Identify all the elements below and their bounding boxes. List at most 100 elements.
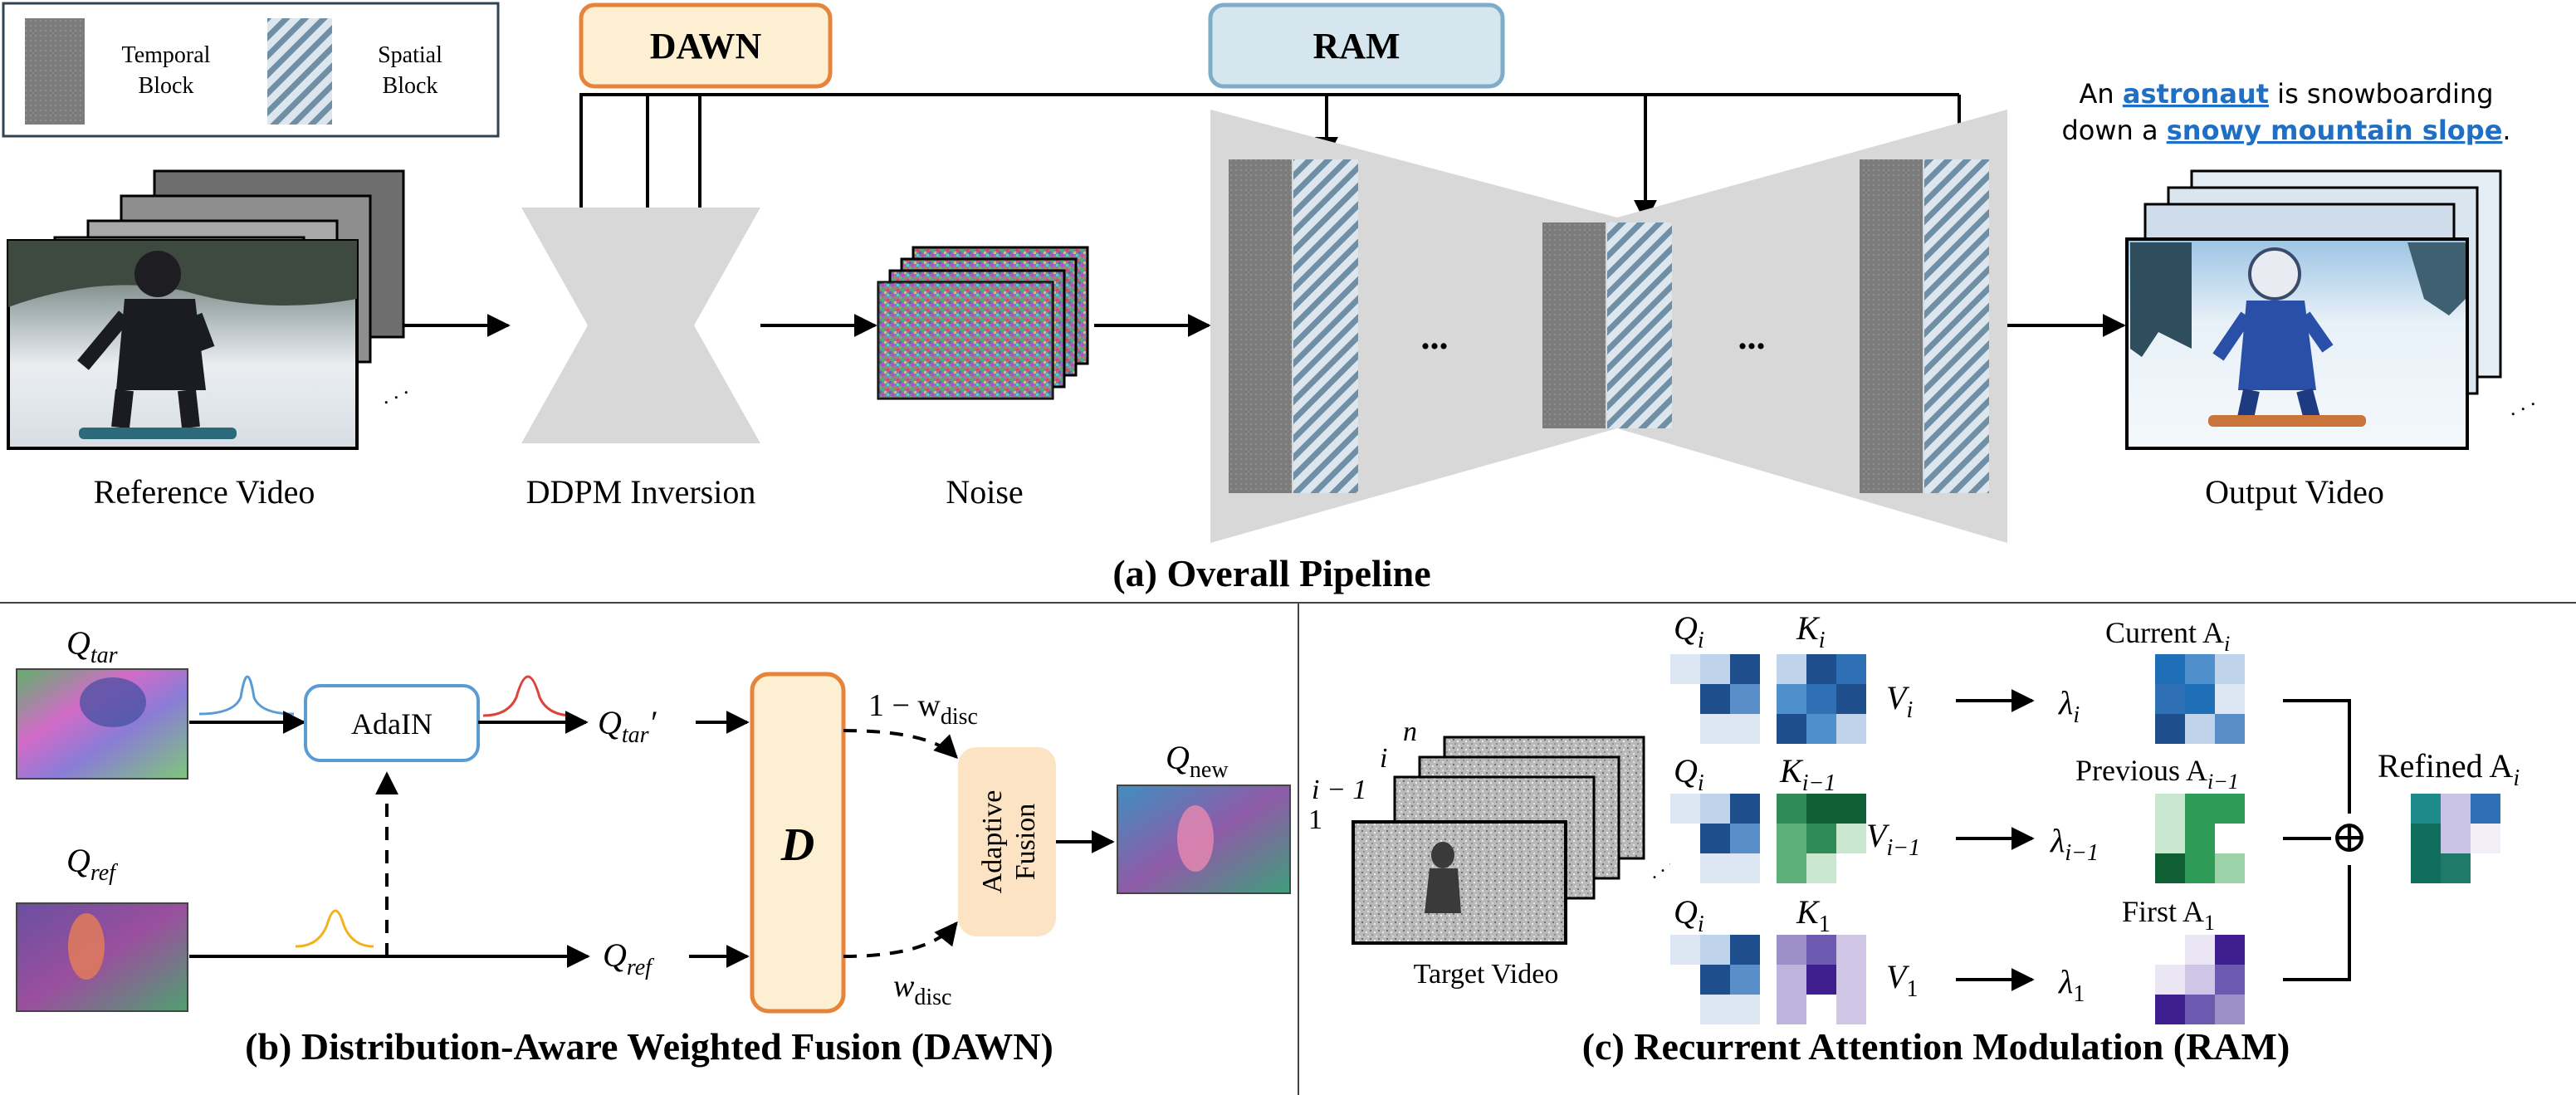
prompt-line2-prefix: down a [2061, 115, 2166, 146]
q-row3-label: Qi [1674, 893, 1704, 937]
dawn-section: Qtar AdaIN Qtar′ Qref Qref D 1 − wdisc w… [16, 624, 1291, 1068]
lambda-1-label: λ1 [2058, 963, 2085, 1007]
k-1-matrix-cell [1777, 935, 1806, 965]
q-matrix-row2-cell [1730, 853, 1760, 883]
current-a-matrix-cell [2155, 654, 2185, 684]
previous-a-matrix-cell [2215, 824, 2245, 853]
frame-i-label: i [1380, 743, 1387, 774]
q-matrix-row1-cell [1670, 714, 1700, 744]
q-matrix-row1-cell [1730, 654, 1760, 684]
previous-a-matrix-cell [2155, 824, 2185, 853]
legend-spatial-line1: Spatial [378, 42, 442, 68]
adapted-distribution-curve [482, 675, 574, 717]
k-i-label: Ki [1796, 609, 1825, 653]
previous-a-matrix-cell [2185, 794, 2215, 824]
frame-1-label: 1 [1308, 804, 1322, 835]
q-matrix-row1-cell [1700, 714, 1730, 744]
upper-weight-dashed-arrow [843, 729, 958, 759]
k-1-matrix [1777, 935, 1866, 1024]
k-1-matrix-cell [1777, 995, 1806, 1024]
current-a-matrix [2155, 654, 2245, 744]
q-matrix-row2-cell [1700, 794, 1730, 824]
k-i-matrix-cell [1806, 684, 1836, 714]
lambda-prev-label: λi−1 [2050, 822, 2099, 866]
current-a-matrix-cell [2155, 684, 2185, 714]
ram-caption: (c) Recurrent Attention Modulation (RAM) [1582, 1025, 2290, 1068]
k-1-matrix-cell [1806, 935, 1836, 965]
k-1-matrix-cell [1836, 995, 1866, 1024]
noise-label: Noise [946, 473, 1023, 511]
svg-text:.: . [1660, 855, 1665, 877]
svg-text:down a snowy mountain slope.: down a snowy mountain slope. [2061, 115, 2510, 146]
temporal-block-right [1860, 159, 1923, 493]
k-i-matrix [1777, 654, 1866, 744]
k-1-matrix-cell [1836, 935, 1866, 965]
q-tar-distribution-curve [198, 675, 295, 716]
refined-a-matrix-cell [2411, 853, 2441, 883]
k-i-matrix-cell [1836, 684, 1866, 714]
previous-a-matrix-cell [2155, 853, 2185, 883]
q-matrix-row1-cell [1700, 684, 1730, 714]
k-1-matrix-cell [1836, 965, 1866, 995]
k-i-matrix-cell [1806, 654, 1836, 684]
output-video: . . . [2125, 169, 2536, 450]
k-prev-matrix-cell [1836, 824, 1866, 853]
lower-weight-dashed-arrow [843, 921, 958, 958]
q-row1-label: Qi [1674, 609, 1704, 653]
dawn-tag [579, 2, 833, 89]
one-minus-w-disc-label: 1 − wdisc [868, 688, 978, 730]
q-matrix-row1-cell [1730, 684, 1760, 714]
adaptive-fusion-line2: Fusion [1010, 804, 1041, 881]
q-matrix-row3-cell [1730, 995, 1760, 1024]
k-i-matrix-cell [1777, 714, 1806, 744]
legend-spatial-line2: Block [383, 73, 438, 99]
svg-text:.: . [2530, 386, 2536, 410]
q-matrix-row3-cell [1670, 995, 1700, 1024]
q-tar-label: Qtar [66, 624, 118, 668]
current-a-label: Current Ai [2105, 616, 2230, 656]
k-i-matrix-cell [1806, 714, 1836, 744]
prompt-highlight-slope: snowy mountain slope [2167, 115, 2503, 146]
k-prev-matrix [1777, 794, 1866, 883]
previous-a-matrix-cell [2185, 824, 2215, 853]
legend: Temporal Block Spatial Block [2, 2, 500, 138]
adain-label: AdaIN [351, 707, 433, 741]
k-prev-matrix-cell [1777, 824, 1806, 853]
q-matrix-row1-cell [1670, 654, 1700, 684]
ddpm-inversion-shape [521, 208, 760, 443]
legend-temporal-line1: Temporal [122, 42, 211, 68]
current-a-matrix-cell [2155, 714, 2185, 744]
reference-frame-front [7, 239, 359, 450]
reference-video-label: Reference Video [94, 473, 315, 511]
q-matrix-row2-cell [1670, 824, 1700, 853]
refined-a-label: Refined Ai [2378, 747, 2520, 791]
first-a-matrix-cell [2215, 935, 2245, 965]
first-a-label: First A1 [2122, 895, 2215, 935]
lambda-i-label: λi [2058, 684, 2080, 728]
q-new-label: Qnew [1166, 739, 1229, 783]
first-a-matrix-cell [2215, 965, 2245, 995]
ram-tag-label: RAM [1312, 26, 1400, 66]
k-1-matrix-cell [1806, 995, 1836, 1024]
previous-a-matrix-cell [2185, 853, 2215, 883]
k-prev-matrix-cell [1777, 853, 1806, 883]
current-a-matrix-cell [2185, 684, 2215, 714]
previous-a-matrix-cell [2215, 853, 2245, 883]
merge-line-top [2283, 699, 2351, 814]
k-i-matrix-cell [1777, 684, 1806, 714]
q-matrix-row2-cell [1700, 824, 1730, 853]
q-matrix-row1-cell [1700, 654, 1730, 684]
refined-a-matrix-cell [2441, 853, 2471, 883]
spatial-block-right [1924, 159, 1989, 493]
dawn-caption: (b) Distribution-Aware Weighted Fusion (… [245, 1025, 1053, 1068]
k-i-matrix-cell [1836, 714, 1866, 744]
refined-a-matrix-cell [2411, 824, 2441, 853]
frame-i-minus-1-label: i − 1 [1312, 775, 1366, 805]
q-matrix-row3-cell [1730, 935, 1760, 965]
k-prev-matrix-cell [1777, 794, 1806, 824]
prompt-highlight-astronaut: astronaut [2123, 78, 2269, 110]
attention-matrices [1670, 654, 2500, 1024]
q-tar-prime-label: Qtar′ [598, 704, 657, 748]
q-matrix-row1-cell [1730, 714, 1760, 744]
ddpm-inversion-label: DDPM Inversion [526, 473, 756, 511]
